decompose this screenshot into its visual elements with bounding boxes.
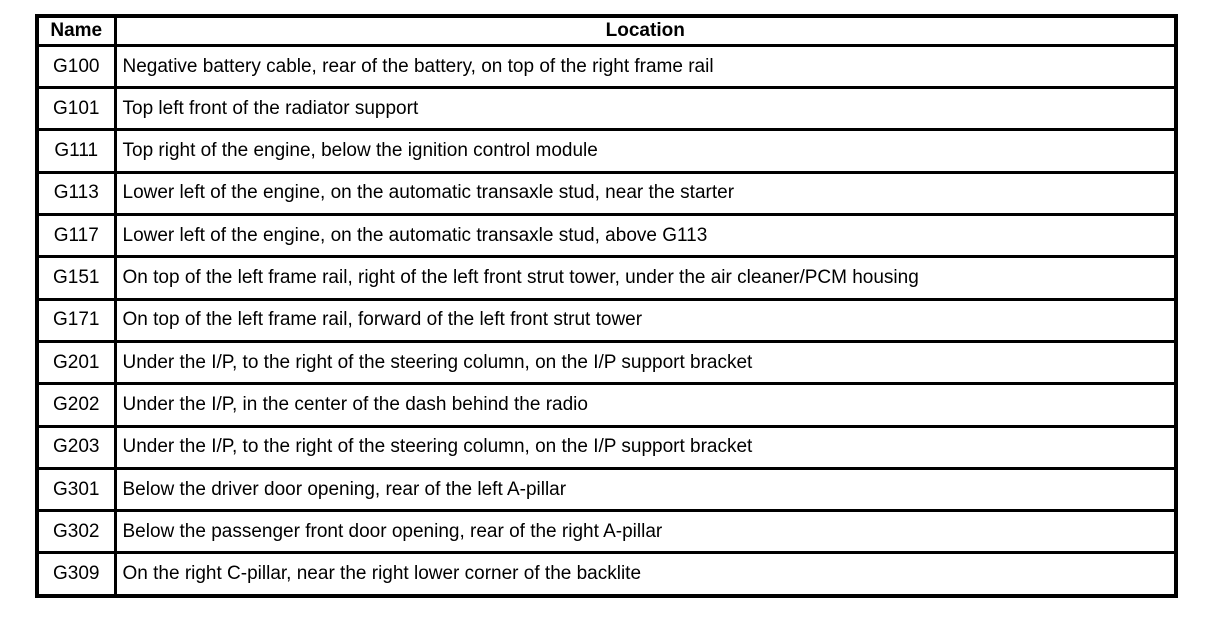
table-row: G171 On top of the left frame rail, forw… bbox=[35, 297, 1178, 343]
table-row: G101 Top left front of the radiator supp… bbox=[35, 86, 1178, 132]
ground-location-cell: Top left front of the radiator support bbox=[113, 86, 1178, 132]
ground-location-cell: Under the I/P, in the center of the dash… bbox=[113, 382, 1178, 428]
ground-name-cell: G100 bbox=[35, 43, 117, 90]
ground-location-cell: Below the driver door opening, rear of t… bbox=[113, 466, 1178, 513]
ground-locations-table-container: Name Location G100 Negative battery cabl… bbox=[35, 14, 1178, 598]
table-row: G151 On top of the left frame rail, righ… bbox=[35, 255, 1178, 301]
name-column-header: Name bbox=[35, 14, 117, 47]
ground-location-cell: Lower left of the engine, on the automat… bbox=[113, 170, 1178, 217]
ground-name-cell: G301 bbox=[35, 466, 117, 513]
table-row: G301 Below the driver door opening, rear… bbox=[35, 466, 1178, 513]
table-row: G202 Under the I/P, in the center of the… bbox=[35, 382, 1178, 428]
ground-location-cell: Under the I/P, to the right of the steer… bbox=[113, 339, 1178, 386]
ground-location-cell: Top right of the engine, below the ignit… bbox=[113, 128, 1178, 174]
ground-name-cell: G302 bbox=[35, 509, 117, 555]
header-row: Name Location bbox=[35, 14, 1178, 47]
ground-name-cell: G203 bbox=[35, 424, 117, 470]
table-row: G113 Lower left of the engine, on the au… bbox=[35, 170, 1178, 217]
table-row: G203 Under the I/P, to the right of the … bbox=[35, 424, 1178, 470]
ground-name-cell: G201 bbox=[35, 339, 117, 386]
ground-name-cell: G101 bbox=[35, 86, 117, 132]
ground-name-cell: G113 bbox=[35, 170, 117, 217]
table-row: G117 Lower left of the engine, on the au… bbox=[35, 213, 1178, 259]
ground-name-cell: G111 bbox=[35, 128, 117, 174]
table-row: G111 Top right of the engine, below the … bbox=[35, 128, 1178, 174]
ground-locations-table: Name Location G100 Negative battery cabl… bbox=[35, 14, 1178, 598]
ground-location-cell: Negative battery cable, rear of the batt… bbox=[113, 43, 1178, 90]
table-row: G100 Negative battery cable, rear of the… bbox=[35, 43, 1178, 90]
ground-name-cell: G309 bbox=[35, 551, 117, 598]
ground-location-cell: Under the I/P, to the right of the steer… bbox=[113, 424, 1178, 470]
ground-location-cell: Below the passenger front door opening, … bbox=[113, 509, 1178, 555]
table-row: G309 On the right C-pillar, near the rig… bbox=[35, 551, 1178, 598]
table-row: G201 Under the I/P, to the right of the … bbox=[35, 339, 1178, 386]
ground-name-cell: G151 bbox=[35, 255, 117, 301]
ground-name-cell: G202 bbox=[35, 382, 117, 428]
ground-location-cell: On top of the left frame rail, forward o… bbox=[113, 297, 1178, 343]
ground-location-cell: On the right C-pillar, near the right lo… bbox=[113, 551, 1178, 598]
ground-location-cell: On top of the left frame rail, right of … bbox=[113, 255, 1178, 301]
table-row: G302 Below the passenger front door open… bbox=[35, 509, 1178, 555]
ground-name-cell: G171 bbox=[35, 297, 117, 343]
ground-location-cell: Lower left of the engine, on the automat… bbox=[113, 213, 1178, 259]
location-column-header: Location bbox=[113, 14, 1178, 47]
ground-name-cell: G117 bbox=[35, 213, 117, 259]
